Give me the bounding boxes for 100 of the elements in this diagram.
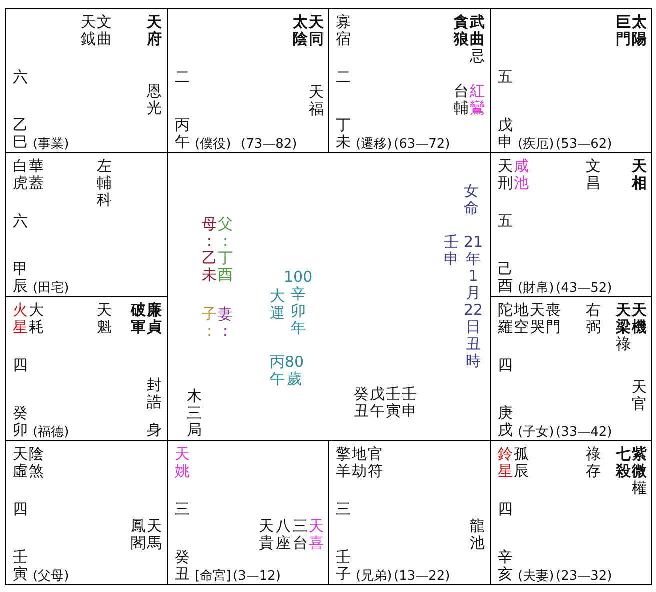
star-name: 左輔 — [97, 158, 112, 192]
star-name: 鈴星 — [498, 446, 513, 480]
star-name: 巨門 — [616, 14, 631, 48]
star-name: 天刑 — [498, 158, 513, 192]
transform-mark: 忌 — [470, 48, 485, 65]
star-name: 祿存 — [586, 446, 601, 480]
star-name: 七殺 — [616, 446, 631, 480]
star-name: 封誥 — [147, 377, 162, 411]
star-name: 天官 — [632, 379, 647, 413]
star-name: 天機 — [632, 302, 647, 336]
luck-period-label: 大運 — [270, 288, 285, 322]
birth-date-label: 21年1月22日丑時 — [464, 234, 484, 370]
star-name: 文昌 — [586, 158, 601, 192]
stem-branch-label: 丙午 — [175, 117, 190, 151]
transform-mark: 科 — [97, 192, 112, 209]
star-name: 文曲 — [97, 14, 112, 48]
pillar-label: 壬寅 — [386, 386, 401, 420]
star-name: 右弼 — [586, 302, 601, 336]
palace-label: [命宮] — [195, 568, 232, 585]
number-label: 四 — [13, 357, 28, 374]
age-range-label: (63—72) — [394, 136, 450, 153]
star-name: 白虎 — [13, 158, 28, 192]
palace-label: (夫妻) — [518, 568, 554, 585]
family-label: 子： — [202, 306, 217, 340]
number-label: 二 — [336, 69, 351, 86]
birth-date-label: 壬申 — [444, 234, 459, 268]
stem-branch-label: 辛亥 — [498, 549, 513, 583]
star-name: 天哭 — [530, 302, 545, 336]
number-label: 四 — [498, 501, 513, 518]
palace-label: (遷移) — [356, 136, 392, 153]
palace-label: (事業) — [33, 136, 70, 153]
stem-branch-label: 丁未 — [336, 117, 351, 151]
number-label: 四 — [498, 357, 513, 374]
star-name: 廉貞 — [147, 302, 162, 336]
star-name: 大耗 — [29, 302, 44, 336]
star-name: 三台 — [293, 518, 308, 552]
gender-label: 女命 — [464, 183, 479, 217]
star-name: 天馬 — [147, 518, 162, 552]
family-label: 母：乙未 — [202, 216, 217, 284]
star-name: 喪門 — [546, 302, 561, 336]
number-label: 二 — [175, 69, 190, 86]
star-name: 天喜 — [309, 518, 324, 552]
star-name: 龍池 — [470, 518, 485, 552]
stem-branch-label: 乙巳 — [13, 117, 28, 151]
family-label: 父：丁酉 — [218, 216, 233, 284]
age-range-label: (13—22) — [394, 568, 450, 585]
age-label: 丙午 — [270, 354, 285, 388]
transform-mark: 祿 — [616, 336, 631, 353]
star-name: 天府 — [147, 14, 162, 48]
star-name: 華蓋 — [29, 158, 44, 192]
age-range-label: (23—32) — [556, 568, 612, 585]
star-name: 咸池 — [514, 158, 529, 192]
star-name: 火星 — [13, 302, 28, 336]
star-name: 天相 — [632, 158, 647, 192]
star-name: 天梁 — [616, 302, 631, 336]
number-label: 五 — [498, 69, 513, 86]
star-name: 武曲 — [470, 14, 485, 48]
stem-branch-label: 癸卯 — [13, 405, 28, 439]
number-label: 三 — [175, 501, 190, 518]
star-name: 天魁 — [97, 302, 112, 336]
palace-cell — [167, 8, 329, 153]
palace-cell — [5, 8, 168, 153]
age-range-label: (43—52) — [556, 280, 612, 297]
star-name: 官符 — [368, 446, 383, 480]
stem-branch-label: 癸丑 — [175, 549, 190, 583]
age-range-label: (3—12) — [233, 568, 281, 585]
stem-branch-label: 庚戌 — [498, 405, 513, 439]
palace-cell — [490, 440, 652, 585]
palace-cell — [5, 440, 168, 585]
number-label: 三 — [336, 501, 351, 518]
number-label: 六 — [13, 213, 28, 230]
stem-branch-label: 己酉 — [498, 261, 513, 295]
star-name: 太陰 — [293, 14, 308, 48]
palace-label: (福德) — [33, 424, 70, 441]
stem-branch-label: 壬寅 — [13, 549, 28, 583]
star-name: 陰煞 — [29, 446, 44, 480]
age-label: 80歲 — [285, 354, 304, 388]
star-name: 陀羅 — [498, 302, 513, 336]
star-name: 台輔 — [454, 83, 469, 117]
age-range-label: (33—42) — [556, 424, 612, 441]
body-mark: 身 — [147, 422, 162, 439]
stem-branch-label: 戊申 — [498, 117, 513, 151]
star-name: 鳳閣 — [131, 518, 146, 552]
star-name: 天貴 — [259, 518, 274, 552]
pillar-label: 壬申 — [402, 386, 417, 420]
palace-label: (父母) — [33, 568, 70, 585]
star-name: 天同 — [309, 14, 324, 48]
family-label: 妻： — [218, 306, 233, 340]
palace-label: (田宅) — [33, 280, 70, 297]
star-name: 擎羊 — [336, 446, 351, 480]
star-name: 天姚 — [175, 446, 190, 480]
age-range-label: (73—82) — [241, 136, 298, 153]
palace-label: (財帛) — [518, 280, 554, 297]
star-name: 天福 — [309, 84, 324, 118]
star-name: 恩光 — [147, 83, 162, 117]
palace-label: (僕役) — [195, 136, 232, 153]
star-name: 太陽 — [632, 14, 647, 48]
star-name: 地空 — [514, 302, 529, 336]
star-name: 紫微 — [632, 446, 647, 480]
star-name: 寡宿 — [336, 14, 351, 48]
